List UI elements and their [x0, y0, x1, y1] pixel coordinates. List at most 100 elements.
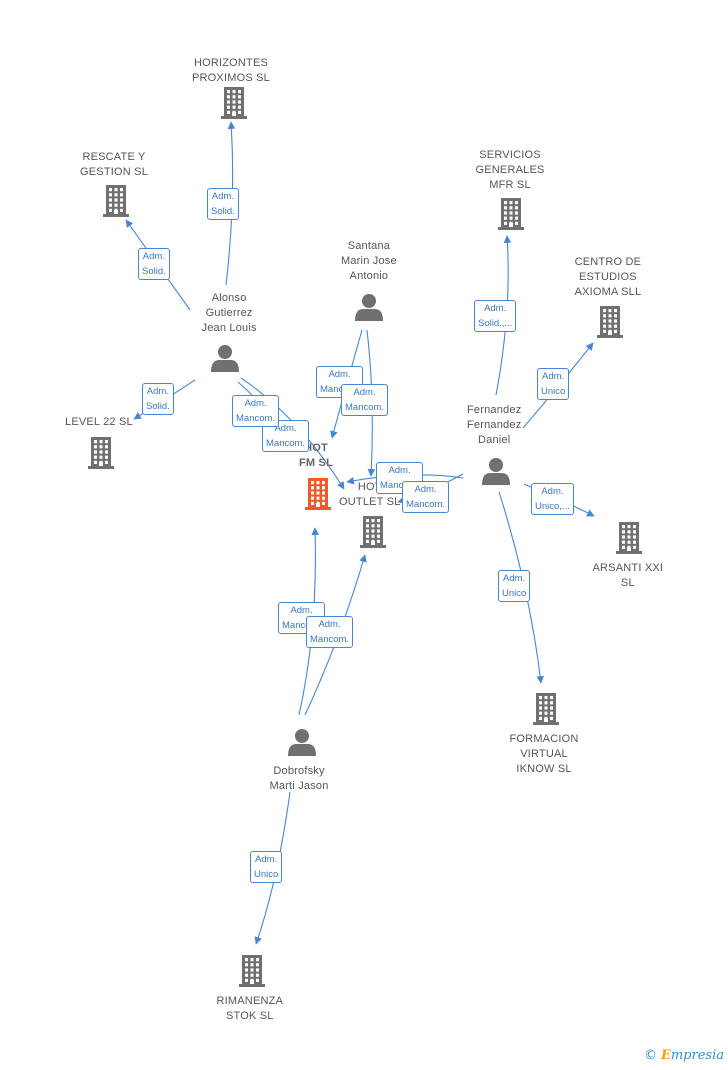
node-label-line: ESTUDIOS [578, 271, 637, 283]
building-icon-arsanti [616, 522, 642, 554]
building-icon-hotoutlet [360, 516, 386, 548]
node-label-line: Santana [347, 240, 391, 252]
edge-label-santana-to-hotoutlet[interactable]: Adm. Mancom. [341, 384, 389, 416]
edge-label-line: Mancom. [266, 438, 306, 449]
node-label-line: ARSANTI XXI [592, 562, 664, 574]
edge-label-line: Adm. [388, 465, 411, 476]
edge-label-line: Adm. [328, 369, 351, 380]
edge-label-alonso-to-level22[interactable]: Adm.Solid. [142, 383, 174, 415]
node-label-line: Alonso [211, 292, 247, 304]
edge-label-fernandez-to-formacion[interactable]: Adm.Unico [498, 570, 531, 602]
edge-label-line: Adm. [290, 605, 313, 616]
node-label-line: PROXIMOS SL [192, 72, 270, 84]
person-icon-santana [355, 294, 383, 321]
node-label-line: GENERALES [475, 164, 545, 176]
brand-name: mpresia [670, 1048, 724, 1063]
edge-label-fernandez-to-arsanti[interactable]: Adm. Unico,... [531, 483, 574, 515]
node-label-line: Dobrofsky [273, 765, 325, 777]
edge-label-line: Adm. [274, 423, 297, 434]
edge-label-line: Unico [502, 588, 527, 599]
node-label-arsanti[interactable]: ARSANTI XXI SL [593, 561, 664, 591]
person-icon-alonso [211, 345, 239, 372]
edge-label-line: Unico [254, 869, 279, 880]
edge-label-line: Mancom. [345, 402, 385, 413]
edge-label-line: Adm. [255, 854, 278, 865]
edge-label-line: Adm. [541, 486, 564, 497]
edge-label-line: Mancom. [310, 634, 350, 645]
node-label-line: CENTRO DE [574, 256, 642, 268]
node-label-line: FM SL [299, 457, 333, 469]
edge-label-alonso-to-horizontes[interactable]: Adm. Solid. [207, 188, 239, 220]
edge-label-line: Unico [541, 386, 566, 397]
copyright-symbol: © [643, 1048, 657, 1063]
node-label-line: OUTLET SL [339, 496, 401, 508]
node-label-centro[interactable]: CENTRO DE ESTUDIOS AXIOMA SLL [575, 255, 642, 300]
node-label-line: Daniel [478, 434, 511, 446]
node-label-line: RIMANENZA [216, 995, 284, 1007]
edge-label-alonso-to-hotoutlet[interactable]: Adm. Mancom. [232, 395, 280, 427]
edge-label-fernandez-to-servicios[interactable]: Adm. Solid.,... [474, 300, 517, 332]
edge-label-dobrofsky-to-rimanenza[interactable]: Adm. Unico [250, 851, 283, 883]
building-icon-horizontes [221, 87, 247, 119]
node-label-hotoutlet[interactable]: HOT OUTLET SL [339, 480, 401, 510]
person-icon-dobrofsky [288, 729, 316, 756]
edge-label-line: Mancom. [406, 499, 446, 510]
edge-label-line: Solid. [211, 206, 235, 217]
edge-label-line: Adm. [484, 303, 507, 314]
edge-label-line: Mancom. [320, 384, 360, 395]
building-icon-rescate [103, 185, 129, 217]
edge-label-fernandez-to-centro[interactable]: Adm.Unico [537, 368, 570, 400]
node-label-line: Gutierrez [205, 307, 253, 319]
node-label-line: Fernandez [467, 404, 522, 416]
person-icon-fernandez [482, 458, 510, 485]
edge-label-line: Adm. [353, 387, 376, 398]
node-label-line: HORIZONTES [193, 57, 269, 69]
building-icon-centro [597, 306, 623, 338]
node-label-line: GESTION SL [80, 166, 149, 178]
edge-label-line: Mancom. [236, 413, 276, 424]
edge-label-alonso-to-rescate[interactable]: Adm. Solid. [138, 248, 170, 280]
node-label-horizontes[interactable]: HORIZONTES PROXIMOS SL [192, 56, 270, 86]
edge-label-line: Solid.,... [478, 318, 513, 329]
edge-label-line: Adm. [142, 251, 165, 262]
building-icon-servicios [498, 198, 524, 230]
node-label-level22[interactable]: LEVEL 22 SL [65, 415, 133, 430]
node-label-line: LEVEL 22 SL [65, 416, 133, 428]
edge-label-line: Unico,... [535, 501, 570, 512]
edge-label-line: Solid. [142, 266, 166, 277]
building-icon-rimanenza [239, 955, 265, 987]
node-label-line: RESCATE Y [82, 151, 146, 163]
edge-label-fernandez-to-hotoutlet[interactable]: Adm. Mancom. [402, 481, 450, 513]
edge-label-line: Adm. [414, 484, 437, 495]
edge-label-line: Adm. [211, 191, 234, 202]
edge-label-line: Mancom. [380, 480, 420, 491]
node-label-line: HOT [357, 481, 382, 493]
edge-label-dobrofsky-to-hotoutlet[interactable]: Adm. Mancom. [306, 616, 354, 648]
edge-label-line: Mancom. [282, 620, 322, 631]
node-label-line: Fernandez [467, 419, 522, 431]
node-label-line: VIRTUAL [520, 748, 568, 760]
node-label-line: SL [620, 577, 635, 589]
building-icon-formacion [533, 693, 559, 725]
node-label-line: AXIOMA SLL [574, 286, 642, 298]
node-label-line: Antonio [349, 270, 389, 282]
focus-building-icon-hotfm [305, 478, 331, 510]
edge-label-line: Adm. [244, 398, 267, 409]
edge-label-line: Adm. [318, 619, 341, 630]
edge-label-line: Solid. [146, 401, 170, 412]
node-label-line: FORMACION [509, 733, 579, 745]
node-label-line: Jean Louis [201, 322, 257, 334]
node-label-rescate[interactable]: RESCATE Y GESTION SL [80, 150, 148, 180]
edge-label-fernandez-to-hotfm[interactable]: Adm. Mancom. [376, 462, 424, 494]
node-label-line: Marin Jose [341, 255, 397, 267]
brand-logo: ©Empresia [644, 1048, 724, 1063]
building-icon-level22 [88, 437, 114, 469]
